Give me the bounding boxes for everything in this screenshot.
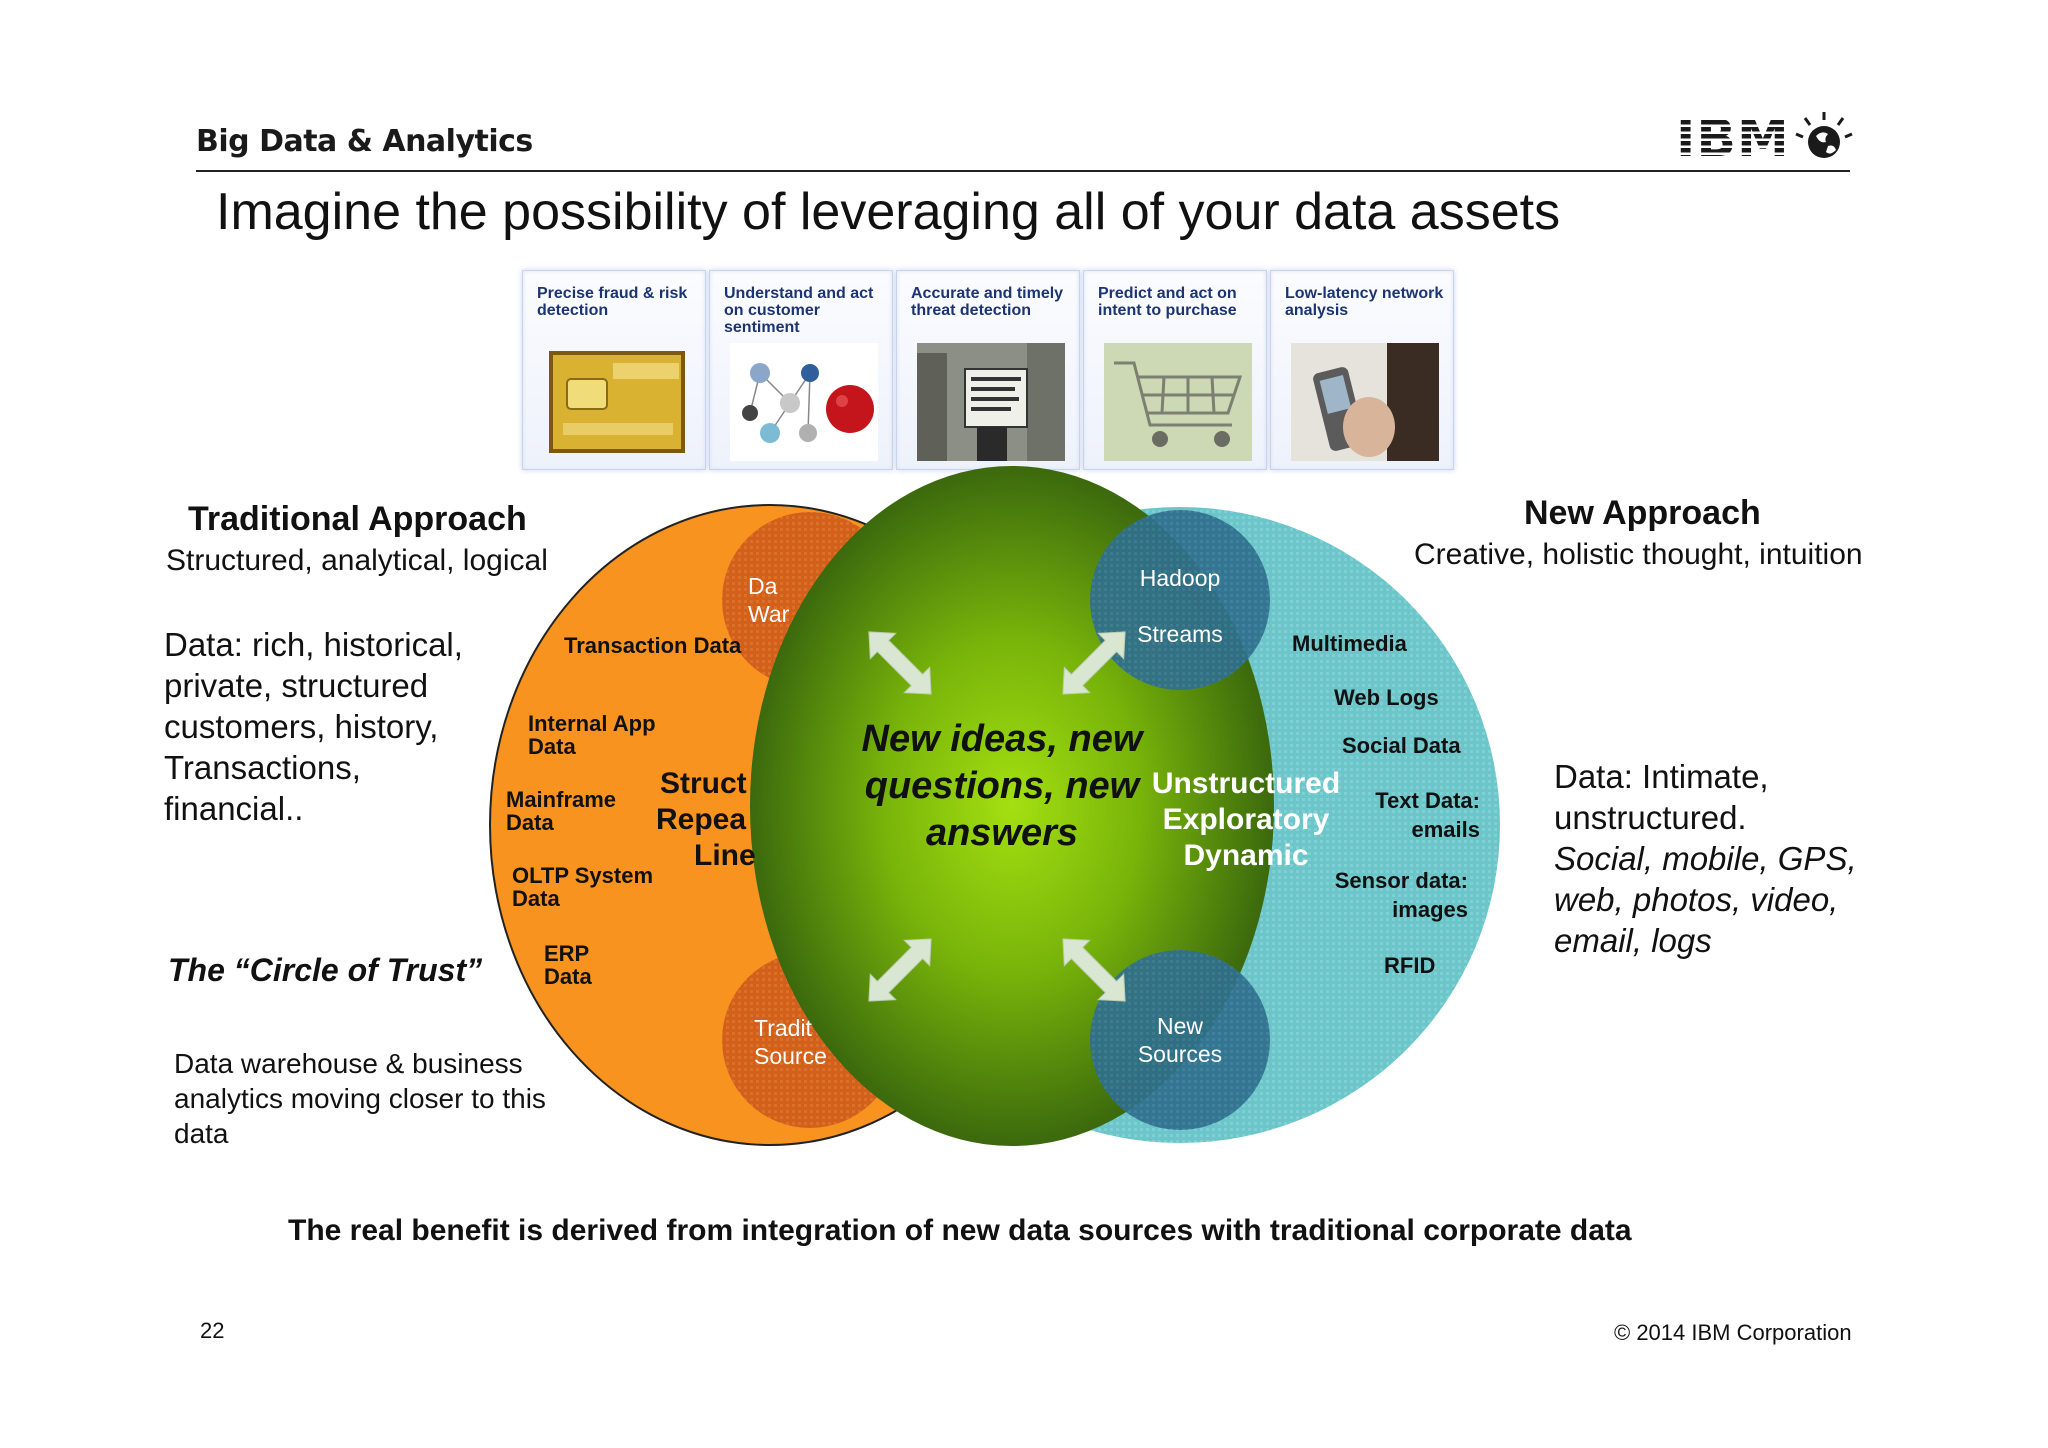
source-social-data: Social Data (1342, 733, 1461, 758)
card-caption: Low-latency network analysis (1285, 285, 1444, 319)
use-case-card-sentiment: Understand and act on customer sentiment (709, 270, 893, 470)
mobile-phone-icon (1291, 343, 1439, 461)
source-internal-app-data: Internal App Data (528, 711, 656, 759)
use-case-card-purchase: Predict and act on intent to purchase (1083, 270, 1267, 470)
new-approach-data-examples: Social, mobile, GPS, web, photos, video,… (1554, 840, 1857, 959)
new-approach-data-description: Data: Intimate, unstructured. (1554, 758, 1769, 836)
warehouse-note: Data warehouse & business analytics movi… (174, 1048, 546, 1149)
shopping-cart-icon (1104, 343, 1252, 461)
credit-card-icon (549, 351, 685, 453)
use-case-card-network: Low-latency network analysis (1270, 270, 1454, 470)
page-title: Imagine the possibility of leveraging al… (216, 183, 1561, 241)
center-message: New ideas, new questions, new answers (861, 718, 1143, 854)
double-arrow-icon (868, 631, 932, 695)
source-text-data: Text Data: emails (1375, 788, 1480, 842)
source-mainframe-data: Mainframe Data (506, 787, 617, 835)
traditional-heading: Traditional Approach (188, 500, 527, 538)
header-divider (196, 170, 1850, 172)
characteristic-exploratory: Exploratory (1162, 803, 1330, 836)
smarter-planet-icon (1795, 112, 1853, 158)
page-number: 22 (200, 1318, 225, 1343)
source-web-logs: Web Logs (1334, 685, 1439, 710)
new-sources-label: New Sources (1137, 1013, 1223, 1067)
source-multimedia: Multimedia (1292, 631, 1407, 656)
hadoop-label: Hadoop (1139, 565, 1221, 591)
card-caption: Understand and act on customer sentiment (724, 285, 874, 336)
source-sensor-data: Sensor data: images (1334, 868, 1468, 922)
new-approach-subheading: Creative, holistic thought, intuition (1414, 538, 1863, 571)
protest-sign-icon (917, 343, 1065, 461)
ibm-logo: IBM (1676, 109, 1853, 166)
source-oltp-system-data: OLTP System Data (512, 863, 654, 911)
characteristic-repeatable: Repea (656, 803, 747, 836)
double-arrow-icon (1062, 631, 1126, 695)
characteristic-linear: Line (694, 839, 756, 872)
streams-label: Streams (1137, 621, 1223, 647)
card-caption: Precise fraud & risk detection (537, 285, 688, 319)
characteristic-unstructured: Unstructured (1151, 767, 1341, 800)
benefit-statement: The real benefit is derived from integra… (288, 1214, 1632, 1247)
characteristic-dynamic: Dynamic (1183, 839, 1309, 872)
traditional-subheading: Structured, analytical, logical (166, 544, 548, 577)
use-case-card-fraud: Precise fraud & risk detection (522, 270, 706, 470)
traditional-data-description: Data: rich, historical, private, structu… (164, 626, 463, 827)
card-caption: Accurate and timely threat detection (911, 285, 1064, 319)
venn-diagram (489, 466, 1500, 1146)
traditional-sources-label: Tradit Source (754, 1015, 827, 1069)
brand-title: Big Data & Analytics (196, 124, 533, 159)
circle-of-trust-label: The “Circle of Trust” (168, 952, 483, 988)
source-transaction-data: Transaction Data (564, 633, 742, 658)
svg-text:IBM: IBM (1676, 109, 1790, 166)
source-erp-data: ERP Data (544, 941, 592, 989)
copyright: © 2014 IBM Corporation (1614, 1320, 1852, 1345)
data-warehouse-label: Da War (748, 573, 790, 627)
source-rfid: RFID (1384, 953, 1436, 978)
card-caption: Predict and act on intent to purchase (1098, 285, 1237, 319)
hadoop-streams-bubble (1090, 510, 1270, 690)
new-sources-bubble (1090, 950, 1270, 1130)
double-arrow-icon (868, 938, 932, 1002)
social-network-icon (730, 343, 878, 461)
use-case-card-threat: Accurate and timely threat detection (896, 270, 1080, 470)
new-approach-heading: New Approach (1524, 494, 1761, 532)
characteristic-structured: Struct (660, 767, 747, 800)
double-arrow-icon (1062, 938, 1126, 1002)
